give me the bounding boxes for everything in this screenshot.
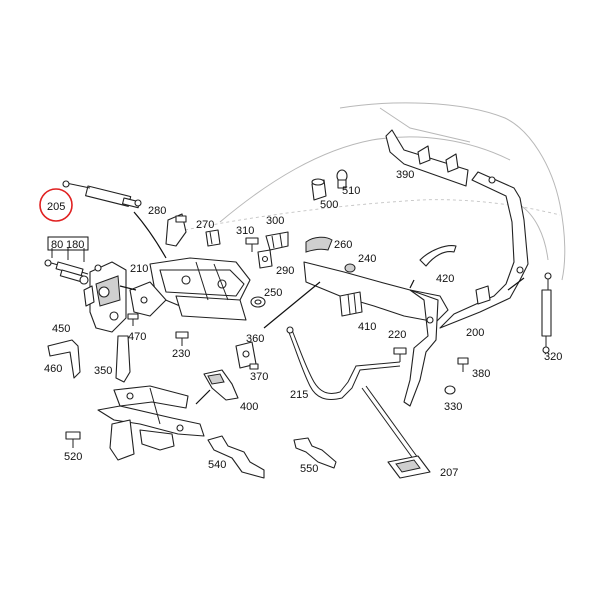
part-230-screw[interactable] bbox=[175, 331, 189, 346]
part-410-bracket[interactable] bbox=[339, 291, 363, 317]
label-207: 207 bbox=[440, 467, 458, 479]
label-215: 215 bbox=[290, 389, 308, 401]
part-420-cable-tie[interactable] bbox=[419, 245, 457, 267]
part-207-rod[interactable] bbox=[361, 385, 431, 479]
part-220-screw[interactable] bbox=[393, 347, 407, 362]
part-380-screw[interactable] bbox=[457, 357, 469, 372]
label-400: 400 bbox=[240, 401, 258, 413]
label-310: 310 bbox=[236, 225, 254, 237]
label-220: 220 bbox=[388, 329, 406, 341]
part-520-screw[interactable] bbox=[65, 431, 81, 448]
part-470-screw[interactable] bbox=[127, 313, 139, 326]
part-240-nut[interactable] bbox=[344, 263, 356, 273]
label-300: 300 bbox=[266, 215, 284, 227]
label-260: 260 bbox=[334, 239, 352, 251]
part-460-bracket[interactable] bbox=[47, 339, 81, 379]
part-290-block[interactable] bbox=[257, 249, 273, 269]
highlight-circle bbox=[39, 188, 73, 222]
part-205-gas-strut[interactable] bbox=[62, 180, 142, 209]
label-450: 450 bbox=[52, 323, 70, 335]
label-240: 240 bbox=[358, 253, 376, 265]
part-320-gas-strut[interactable] bbox=[541, 272, 552, 354]
label-470: 470 bbox=[128, 331, 146, 343]
part-80-180-screws[interactable] bbox=[44, 248, 89, 283]
label-380: 380 bbox=[472, 368, 490, 380]
label-420: 420 bbox=[436, 273, 454, 285]
part-210-hinge-assembly[interactable] bbox=[129, 257, 251, 321]
part-250-bushing[interactable] bbox=[250, 296, 266, 308]
label-360: 360 bbox=[246, 333, 264, 345]
label-520: 520 bbox=[64, 451, 82, 463]
label-540: 540 bbox=[208, 459, 226, 471]
label-80: 80 bbox=[51, 239, 63, 251]
part-lower-linkage[interactable] bbox=[97, 385, 205, 461]
part-550-rod[interactable] bbox=[293, 437, 337, 469]
leader-lines bbox=[119, 211, 525, 405]
part-540-rod[interactable] bbox=[207, 435, 265, 479]
label-460: 460 bbox=[44, 363, 62, 375]
part-350-arm[interactable] bbox=[115, 335, 131, 383]
label-350: 350 bbox=[94, 365, 112, 377]
label-500: 500 bbox=[320, 199, 338, 211]
label-210: 210 bbox=[130, 263, 148, 275]
part-280-bracket[interactable] bbox=[165, 213, 187, 247]
label-510: 510 bbox=[342, 185, 360, 197]
part-labels: 205 280 270 300 310 290 260 240 500 510 … bbox=[44, 169, 562, 479]
label-410: 410 bbox=[358, 321, 376, 333]
part-510-bumper[interactable] bbox=[336, 169, 348, 189]
part-260-pad[interactable] bbox=[305, 236, 333, 253]
label-box-80-180 bbox=[47, 236, 89, 251]
label-320: 320 bbox=[544, 351, 562, 363]
part-400-switch[interactable] bbox=[203, 369, 239, 401]
label-250: 250 bbox=[264, 287, 282, 299]
part-215-tube-frame[interactable] bbox=[286, 326, 401, 400]
label-290: 290 bbox=[276, 265, 294, 277]
part-200-main-frame[interactable] bbox=[303, 171, 529, 407]
label-370: 370 bbox=[250, 371, 268, 383]
label-330: 330 bbox=[444, 401, 462, 413]
part-450-lock-bracket[interactable] bbox=[79, 261, 127, 333]
label-230: 230 bbox=[172, 348, 190, 360]
part-330-nut[interactable] bbox=[444, 385, 456, 395]
label-205: 205 bbox=[47, 201, 65, 213]
part-270-clip[interactable] bbox=[205, 229, 221, 247]
part-360-370-bracket[interactable] bbox=[235, 341, 259, 370]
vehicle-body-outline bbox=[184, 102, 566, 281]
label-390: 390 bbox=[396, 169, 414, 181]
label-280: 280 bbox=[148, 205, 166, 217]
label-270: 270 bbox=[196, 219, 214, 231]
part-500-stop[interactable] bbox=[311, 178, 327, 201]
label-200: 200 bbox=[466, 327, 484, 339]
label-550: 550 bbox=[300, 463, 318, 475]
part-390-latch-bar[interactable] bbox=[385, 129, 469, 187]
part-300-bracket[interactable] bbox=[265, 231, 289, 251]
part-310-screw[interactable] bbox=[245, 237, 259, 252]
label-180: 180 bbox=[66, 239, 84, 251]
